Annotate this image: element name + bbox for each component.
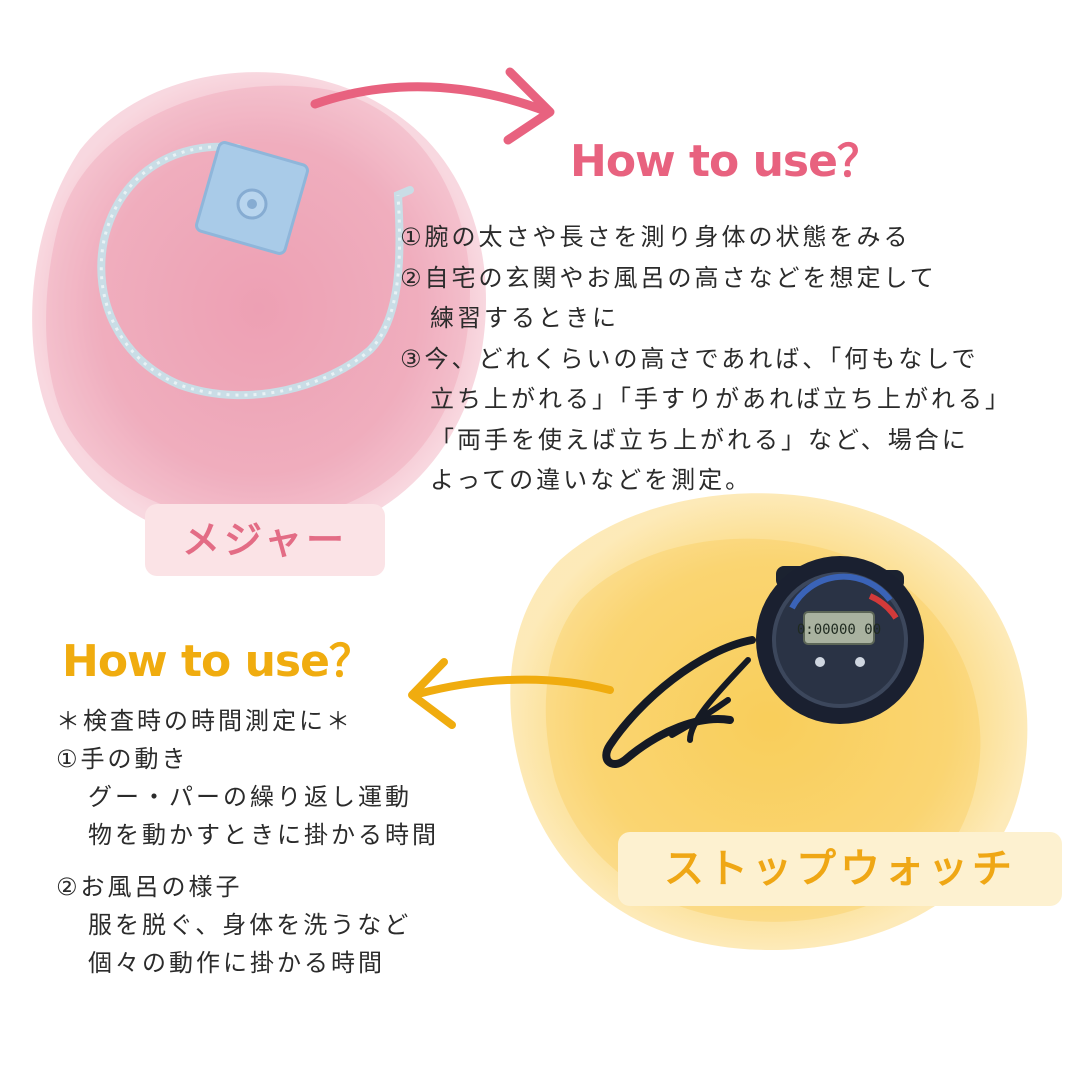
list-item: よっての違いなどを測定。: [430, 466, 753, 494]
list-item: 服を脱ぐ、身体を洗うなど: [88, 911, 412, 939]
measure-usage-list: ①腕の太さや長さを測り身体の状態をみる ②自宅の玄関やお風呂の高さなどを想定して…: [400, 217, 1012, 501]
stopwatch-usage-list: ＊検査時の時間測定に＊ ①手の動き グー・パーの繰り返し運動 物を動かすときに掛…: [56, 702, 439, 982]
measure-label: メジャー: [145, 504, 385, 576]
tape-measure-icon: [97, 141, 414, 400]
list-item: ②自宅の玄関やお風呂の高さなどを想定して: [400, 263, 937, 292]
list-item: ③今、どれくらいの高さであれば、「何もなしで: [400, 344, 979, 373]
measure-how-to-use-heading: How to use？: [570, 136, 881, 187]
yellow-arrow-icon: [408, 658, 614, 729]
list-item: ①手の動き: [56, 745, 189, 773]
pink-arrow-icon: [310, 67, 555, 145]
list-item: グー・パーの繰り返し運動: [88, 783, 412, 811]
list-item: 個々の動作に掛かる時間: [88, 949, 385, 977]
list-item: 立ち上がれる」「手すりがあれば立ち上がれる」: [430, 385, 1012, 413]
list-item: ②お風呂の様子: [56, 873, 243, 901]
stopwatch-how-to-use-heading: How to use？: [62, 636, 373, 687]
list-item: 物を動かすときに掛かる時間: [88, 821, 439, 849]
pink-watercolor-blob: [32, 72, 486, 546]
list-item: 練習するときに: [430, 304, 619, 332]
list-item: 「両手を使えば立ち上がれる」など、場合に: [430, 425, 969, 454]
stopwatch-icon: 0:00000 00: [602, 556, 924, 768]
stopwatch-label: ストップウォッチ: [618, 832, 1062, 906]
list-item: ①腕の太さや長さを測り身体の状態をみる: [400, 223, 911, 251]
list-item: ＊検査時の時間測定に＊: [56, 707, 353, 735]
stopwatch-display: 0:00000 00: [797, 622, 881, 638]
